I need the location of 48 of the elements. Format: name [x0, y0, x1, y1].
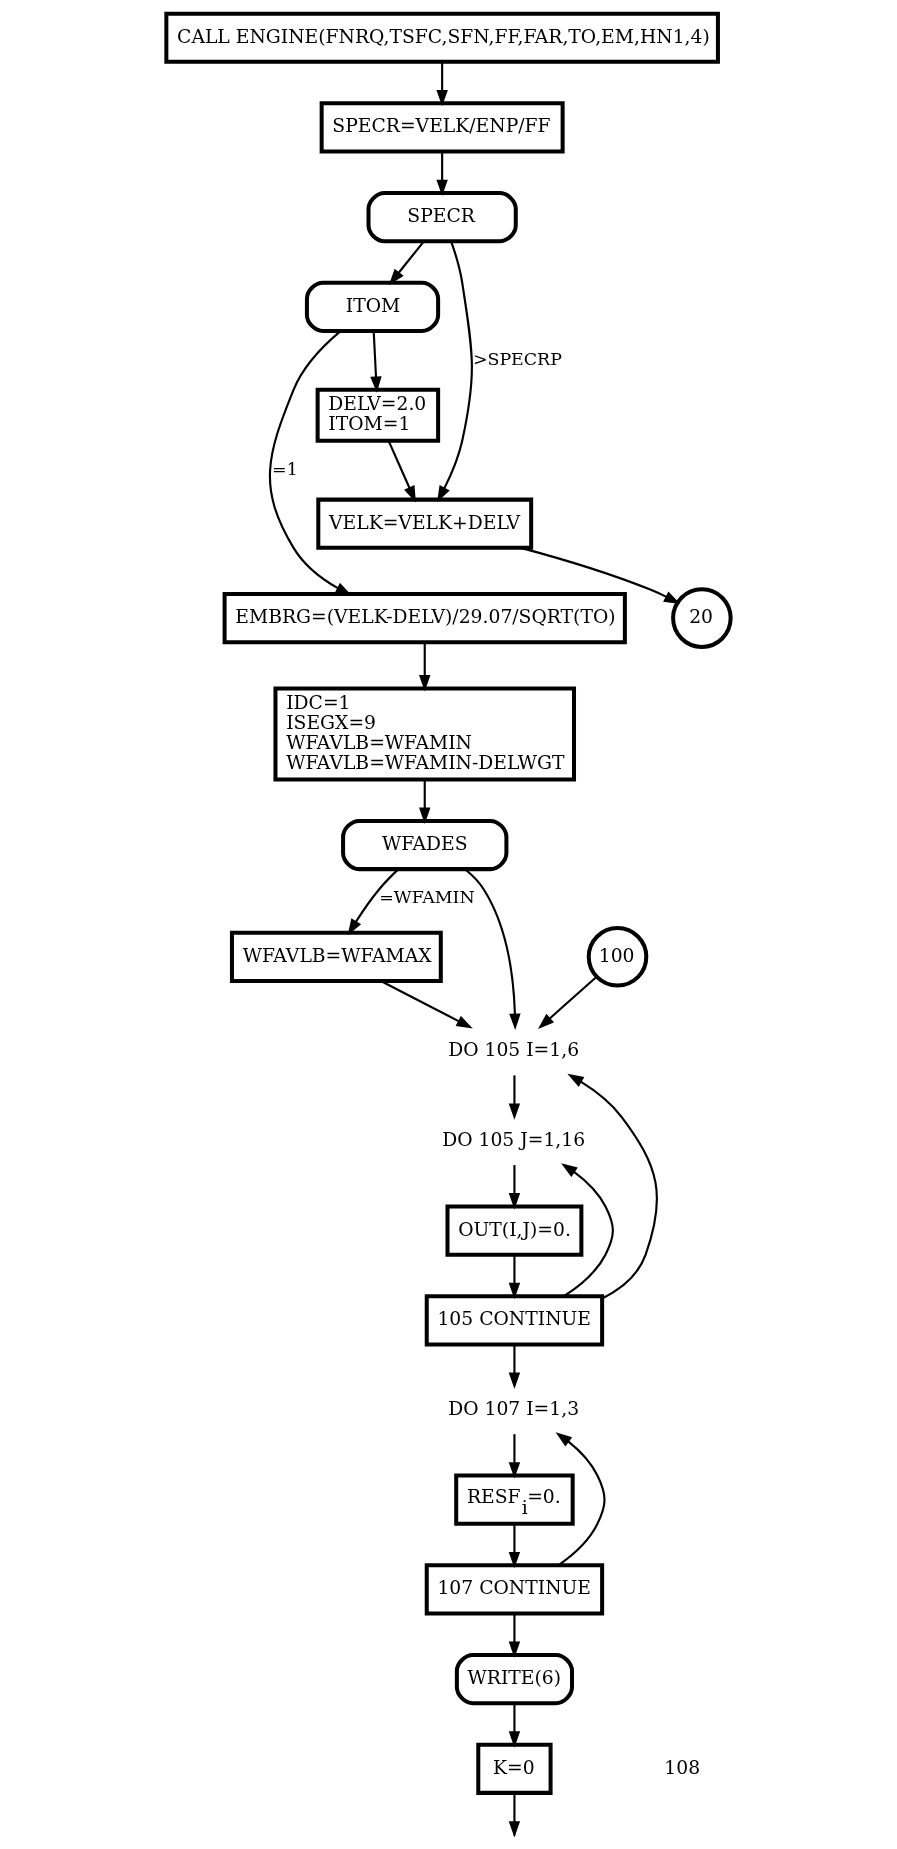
arrow [508, 1703, 521, 1748]
arrow [508, 1344, 521, 1389]
node-box: WFADES [341, 818, 509, 872]
node-box: ITOM [304, 280, 441, 333]
arrow [387, 440, 416, 503]
edge-label: =WFAMIN [379, 887, 475, 908]
node-text: DO 107 I=1,3 [448, 1397, 580, 1419]
arrow [508, 1254, 521, 1300]
node-box: CALL ENGINE(FNRQ,TSFC,SFN,FF,FAR,TO,EM,HN1,4) [164, 11, 720, 64]
arrow [555, 1432, 606, 1567]
edge-label: =1 [272, 458, 298, 479]
arrow [370, 331, 382, 393]
arrow [464, 868, 521, 1030]
arrow [437, 240, 473, 503]
node-box: K=0 [476, 1742, 553, 1795]
arrow [380, 980, 473, 1029]
arrow [537, 975, 598, 1029]
arrow [436, 151, 448, 197]
arrow [347, 868, 399, 936]
node-box: WRITE(6) [454, 1652, 574, 1706]
node-circle: 20 [671, 587, 733, 649]
node-box: DELV=2.0 ITOM=1 [315, 387, 441, 443]
arrow [419, 642, 431, 692]
arrow [508, 1523, 521, 1569]
node-box: OUT(I,J)=0. [445, 1204, 584, 1257]
arrow [508, 1434, 521, 1479]
node-box: VELK=VELK+DELV [316, 497, 534, 550]
arrow [567, 1073, 658, 1300]
arrow [388, 240, 425, 285]
node-text: DO 105 J=1,16 [442, 1128, 586, 1150]
arrow [436, 61, 448, 107]
arrow [508, 1075, 521, 1120]
label: 108 [664, 1756, 701, 1778]
arrow [508, 1613, 521, 1658]
arrow [419, 780, 431, 824]
node-box: SPECR [366, 191, 518, 244]
arrow [520, 546, 681, 605]
node-box: 107 CONTINUE [424, 1563, 605, 1616]
edge-label: >SPECRP [472, 348, 562, 369]
node-box: SPECR=VELK/ENP/FF [319, 101, 565, 154]
arrow [508, 1165, 521, 1210]
node-box: EMBRG=(VELK-DELV)/29.07/SQRT(TO) [222, 592, 627, 645]
node-circle: 100 [586, 926, 649, 988]
node-box: 105 CONTINUE [424, 1294, 605, 1347]
node-text: DO 105 I=1,6 [448, 1039, 580, 1061]
node-box: WFAVLB=WFAMAX [229, 930, 443, 983]
arrow [561, 1163, 614, 1298]
node-box: IDC=1 ISEGX=9 WFAVLB=WFAMIN WFAVLB=WFAMIN-DELWGT [273, 686, 576, 782]
